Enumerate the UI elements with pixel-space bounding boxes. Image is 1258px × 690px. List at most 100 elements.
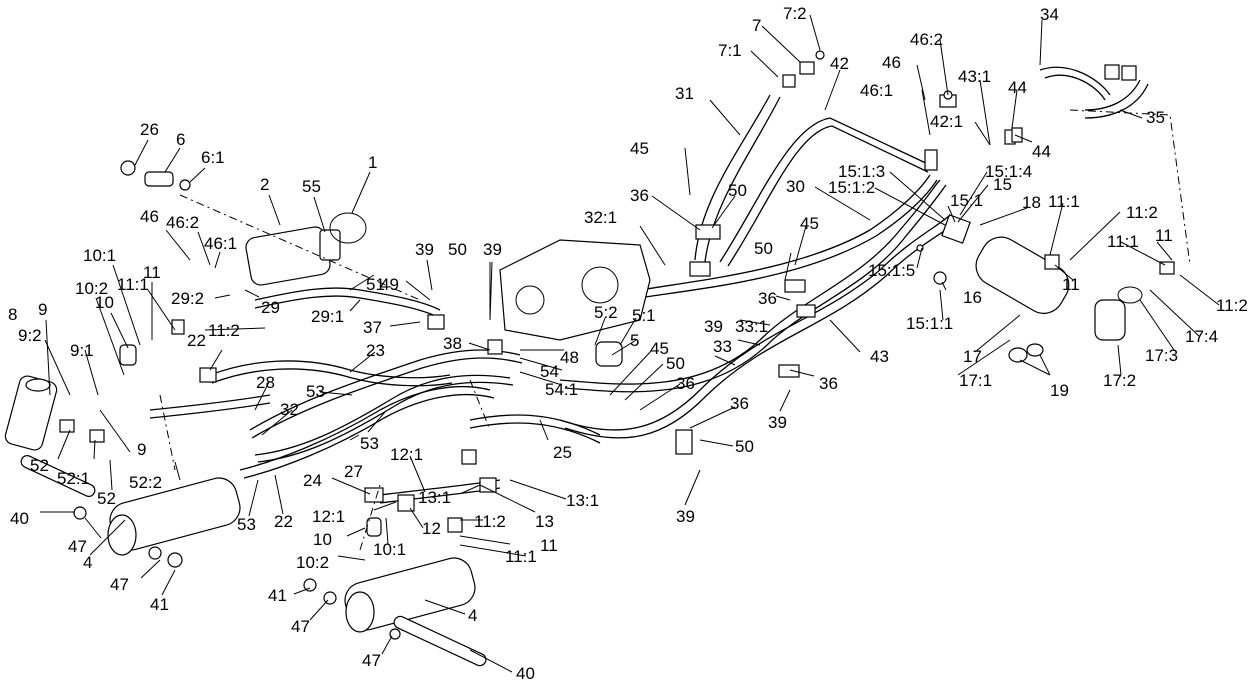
callout-46-1-b: 46:1 [860, 81, 893, 100]
callout-50: 50 [448, 240, 467, 259]
fittings [59, 50, 1175, 640]
callout-43-1: 43:1 [958, 67, 991, 86]
callout-36: 36 [676, 374, 695, 393]
callout-10-2: 10:2 [75, 279, 108, 298]
callout-10-1: 10:1 [83, 246, 116, 265]
callout-54-1: 54:1 [545, 380, 578, 399]
callout-31: 31 [675, 84, 694, 103]
callout-50-b: 50 [666, 354, 685, 373]
callout-11-2-b: 11:2 [474, 512, 506, 531]
callout-17-1: 17:1 [959, 371, 992, 390]
callout-39-e: 39 [768, 413, 787, 432]
callout-39: 39 [415, 240, 434, 259]
callout-13-1-b: 13:1 [566, 491, 599, 510]
callout-10-1-b: 10:1 [373, 540, 406, 559]
callout-41-b: 41 [268, 586, 287, 605]
o-ring-1 [329, 212, 367, 244]
callout-53-c: 53 [237, 515, 256, 534]
callout-45: 45 [650, 339, 669, 358]
callout-36-c: 36 [630, 186, 649, 205]
callout-8: 8 [8, 305, 17, 324]
leader-lines [40, 14, 1220, 673]
callout-36-d: 36 [758, 289, 777, 308]
callout-11-2: 11:2 [208, 321, 240, 340]
callout-9-b: 9 [137, 440, 146, 459]
callout-37: 37 [363, 318, 382, 337]
callout-5-1: 5:1 [632, 306, 656, 325]
callout-7-2: 7:2 [783, 4, 807, 23]
pin-40-left [20, 455, 96, 497]
callout-33-1: 33:1 [735, 317, 768, 336]
callout-23: 23 [366, 341, 385, 360]
callout-11-2-c: 11:2 [1126, 203, 1158, 222]
callout-10: 10 [95, 293, 114, 312]
callout-4-b: 4 [468, 606, 477, 625]
callout-9-2: 9:2 [18, 326, 42, 345]
callout-54: 54 [540, 362, 559, 381]
gear-pump-2 [245, 226, 341, 286]
callout-9: 9 [38, 300, 47, 319]
pin-40-lower [393, 615, 487, 667]
callout-36-e: 36 [819, 374, 838, 393]
callout-9-1: 9:1 [70, 341, 94, 360]
callout-6: 6 [176, 130, 185, 149]
callout-15-1-3: 15:1:3 [838, 162, 885, 181]
callout-15-1: 15:1 [950, 191, 983, 210]
callout-34: 34 [1040, 5, 1059, 24]
hose-and-tube-lines [149, 66, 1149, 504]
callout-15-1-1: 15:1:1 [906, 314, 953, 333]
callout-35: 35 [1146, 108, 1165, 127]
callout-55: 55 [302, 177, 321, 196]
callout-42-1: 42:1 [930, 112, 963, 131]
callout-47-c: 47 [291, 617, 310, 636]
callout-39-d: 39 [704, 317, 723, 336]
callout-25: 25 [553, 443, 572, 462]
callout-29: 29 [261, 298, 280, 317]
callout-labels: 1 2 55 26 6 6:1 46 46:2 46:1 29:2 29 29:… [8, 4, 1248, 683]
callout-24: 24 [303, 471, 322, 490]
callout-52-2: 52:2 [129, 473, 162, 492]
callout-7-1: 7:1 [718, 41, 742, 60]
callout-42: 42 [830, 54, 849, 73]
callout-11-d: 11 [1155, 226, 1173, 245]
callout-39-c: 39 [676, 507, 695, 526]
callout-22: 22 [187, 331, 206, 350]
steering-cylinder-17 [975, 236, 1143, 341]
callout-17-4: 17:4 [1185, 327, 1218, 346]
callout-15: 15 [993, 175, 1012, 194]
callout-29-2: 29:2 [171, 289, 204, 308]
callout-46-1: 46:1 [204, 234, 237, 253]
callout-50-e: 50 [754, 239, 773, 258]
callout-46-b: 46 [882, 53, 901, 72]
callout-45-b: 45 [630, 139, 649, 158]
callout-17: 17 [963, 347, 982, 366]
callout-44: 44 [1008, 78, 1027, 97]
callout-46-2: 46:2 [166, 213, 199, 232]
callout-7: 7 [752, 16, 761, 35]
callout-12-1: 12:1 [390, 445, 423, 464]
callout-27: 27 [344, 462, 363, 481]
callout-11-2-d: 11:2 [1216, 296, 1248, 315]
callout-12: 12 [422, 519, 441, 538]
callout-11-1-b: 11:1 [505, 547, 537, 566]
callout-47-b: 47 [110, 575, 129, 594]
callout-22-b: 22 [274, 512, 293, 531]
callout-28: 28 [256, 373, 275, 392]
callout-50-d: 50 [728, 181, 747, 200]
callout-52: 52 [30, 456, 49, 475]
callout-30: 30 [786, 177, 805, 196]
callout-40: 40 [10, 509, 29, 528]
reference-lines [159, 109, 1191, 551]
callout-43: 43 [870, 347, 889, 366]
callout-40-b: 40 [516, 664, 535, 683]
callout-13: 13 [535, 512, 554, 531]
callout-47: 47 [68, 537, 87, 556]
callout-6-1: 6:1 [201, 148, 225, 167]
callout-45-c: 45 [800, 214, 819, 233]
callout-44-b: 44 [1032, 142, 1051, 161]
callout-46: 46 [140, 207, 159, 226]
callout-11-1-d: 11:1 [1107, 232, 1139, 251]
callout-11-b: 11 [540, 536, 558, 555]
callout-53-b: 53 [360, 434, 379, 453]
lift-cylinder-4-lower [344, 557, 476, 633]
